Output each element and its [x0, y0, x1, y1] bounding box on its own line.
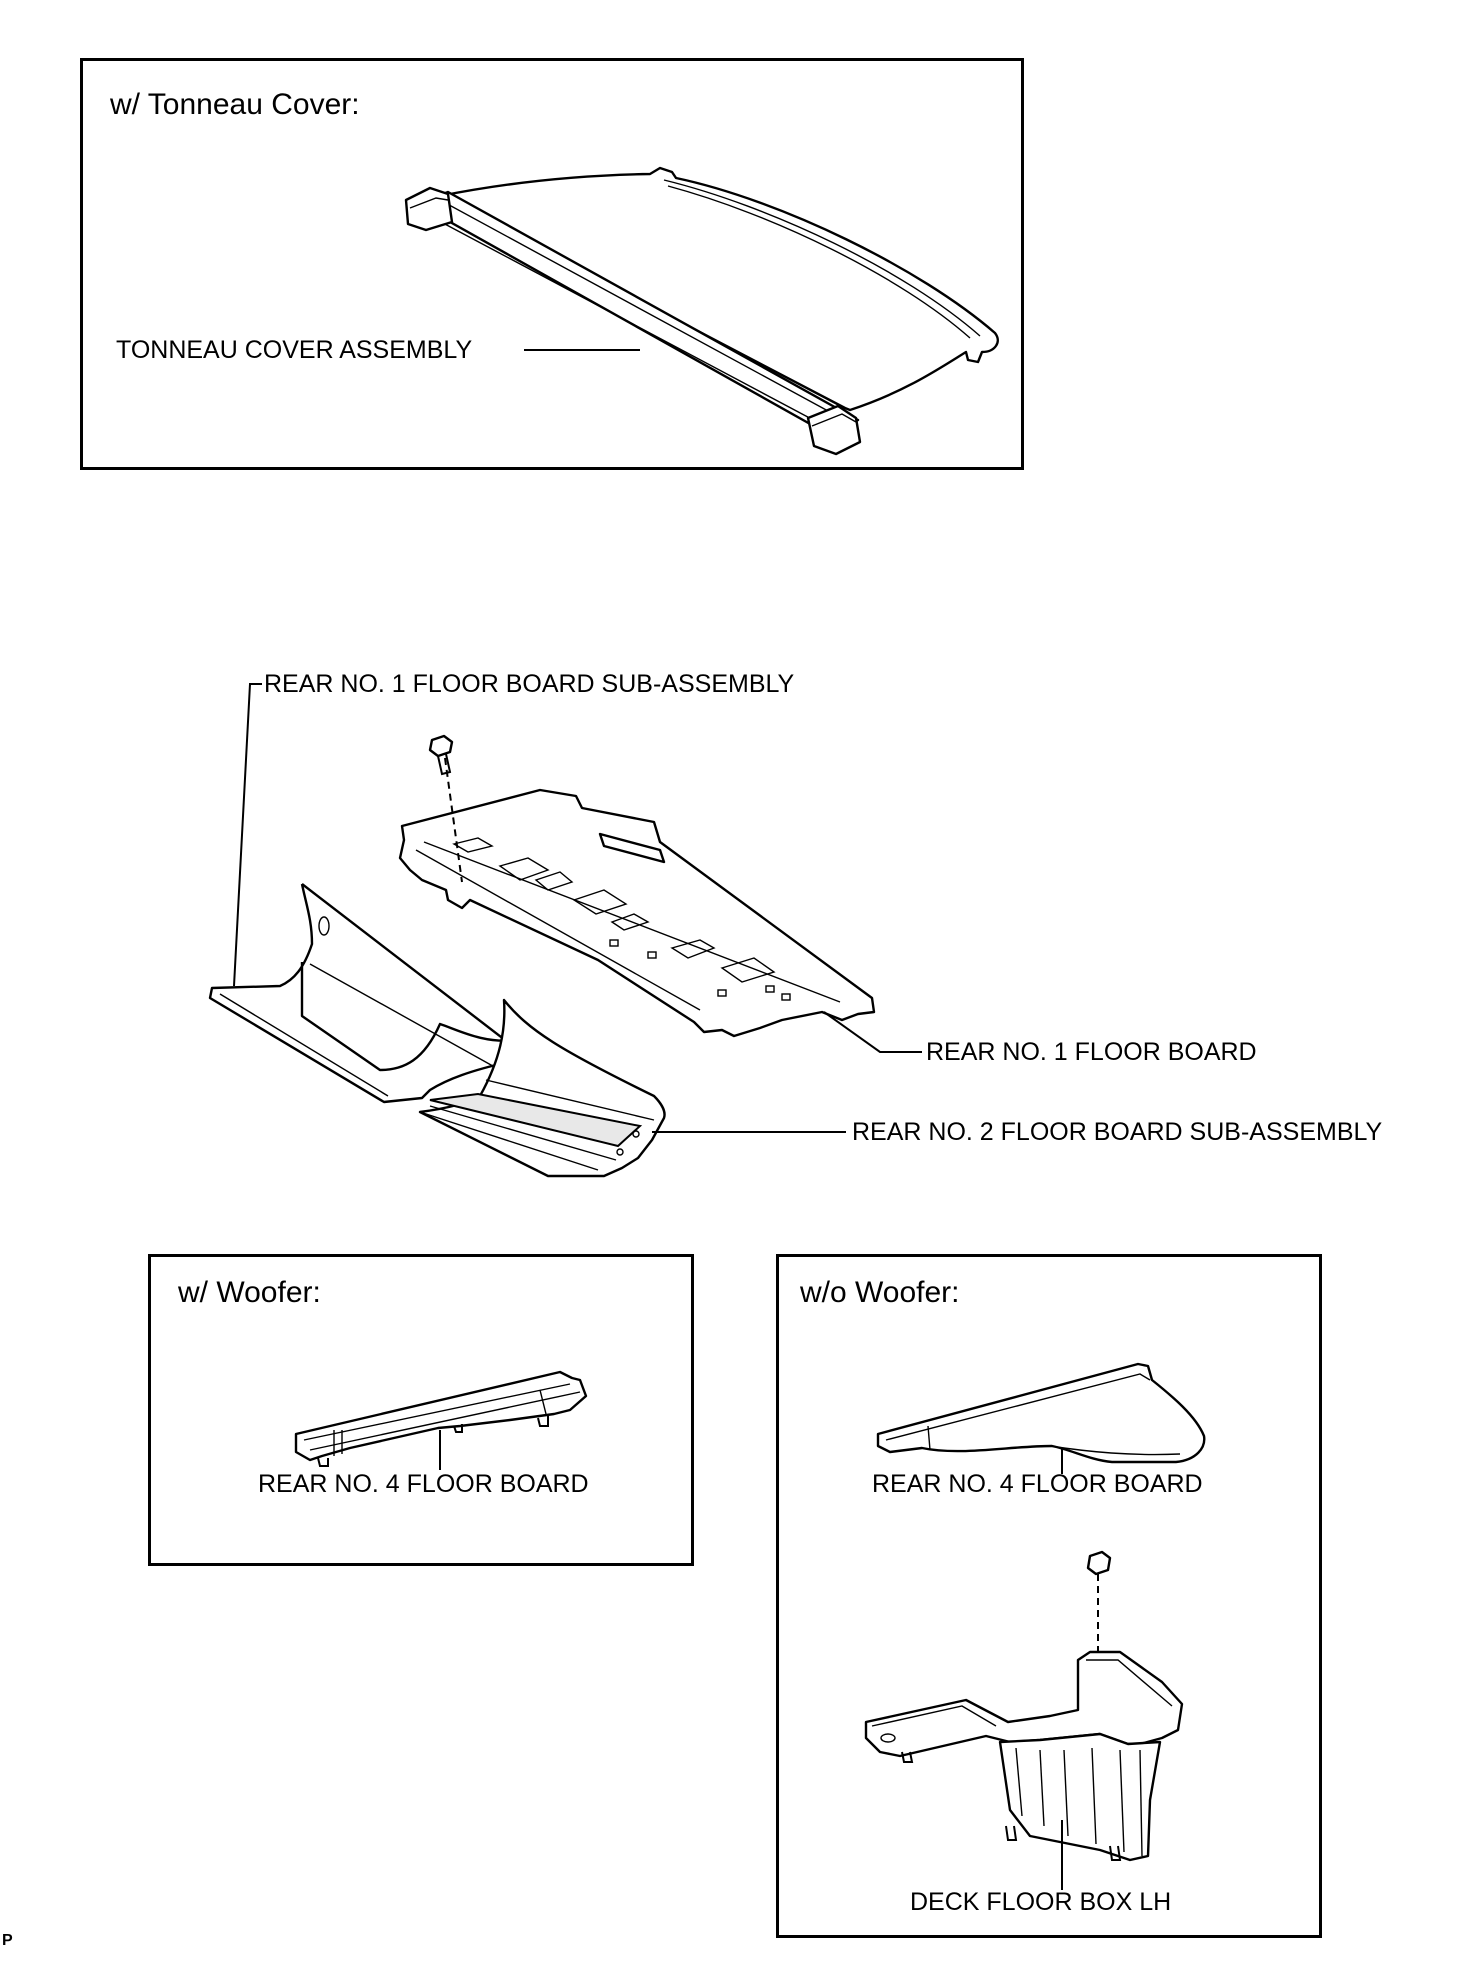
woofer-floor-board-illustration: [294, 1370, 588, 1470]
footer-code: P: [2, 1932, 13, 1949]
rear-no1-floor-board-sub-assembly-label: REAR NO. 1 FLOOR BOARD SUB-ASSEMBLY: [264, 670, 795, 698]
no-woofer-floor-board-illustration: [876, 1362, 1206, 1474]
rear-no1-floor-board-label: REAR NO. 1 FLOOR BOARD: [926, 1038, 1257, 1066]
tonneau-heading: w/ Tonneau Cover:: [110, 88, 360, 121]
rear-no2-floor-board-sub-assembly-label: REAR NO. 2 FLOOR BOARD SUB-ASSEMBLY: [852, 1118, 1383, 1146]
deck-floor-box-illustration: [864, 1550, 1184, 1890]
deck-floor-box-label: DECK FLOOR BOX LH: [910, 1888, 1172, 1916]
tonneau-cover-illustration: [404, 166, 999, 456]
no-woofer-heading: w/o Woofer:: [800, 1276, 960, 1309]
woofer-floor-board-label: REAR NO. 4 FLOOR BOARD: [258, 1470, 589, 1498]
rear-no1-floor-board-sub-assembly-illustration: [208, 883, 526, 1104]
tonneau-cover-assembly-label: TONNEAU COVER ASSEMBLY: [116, 336, 473, 364]
rear-no1-floor-board-illustration: [398, 734, 922, 1053]
no-woofer-panel: [776, 1254, 1322, 1938]
woofer-heading: w/ Woofer:: [178, 1276, 321, 1309]
no-woofer-floor-board-label: REAR NO. 4 FLOOR BOARD: [872, 1470, 1203, 1498]
rear-no2-floor-board-sub-assembly-illustration: [418, 998, 846, 1178]
